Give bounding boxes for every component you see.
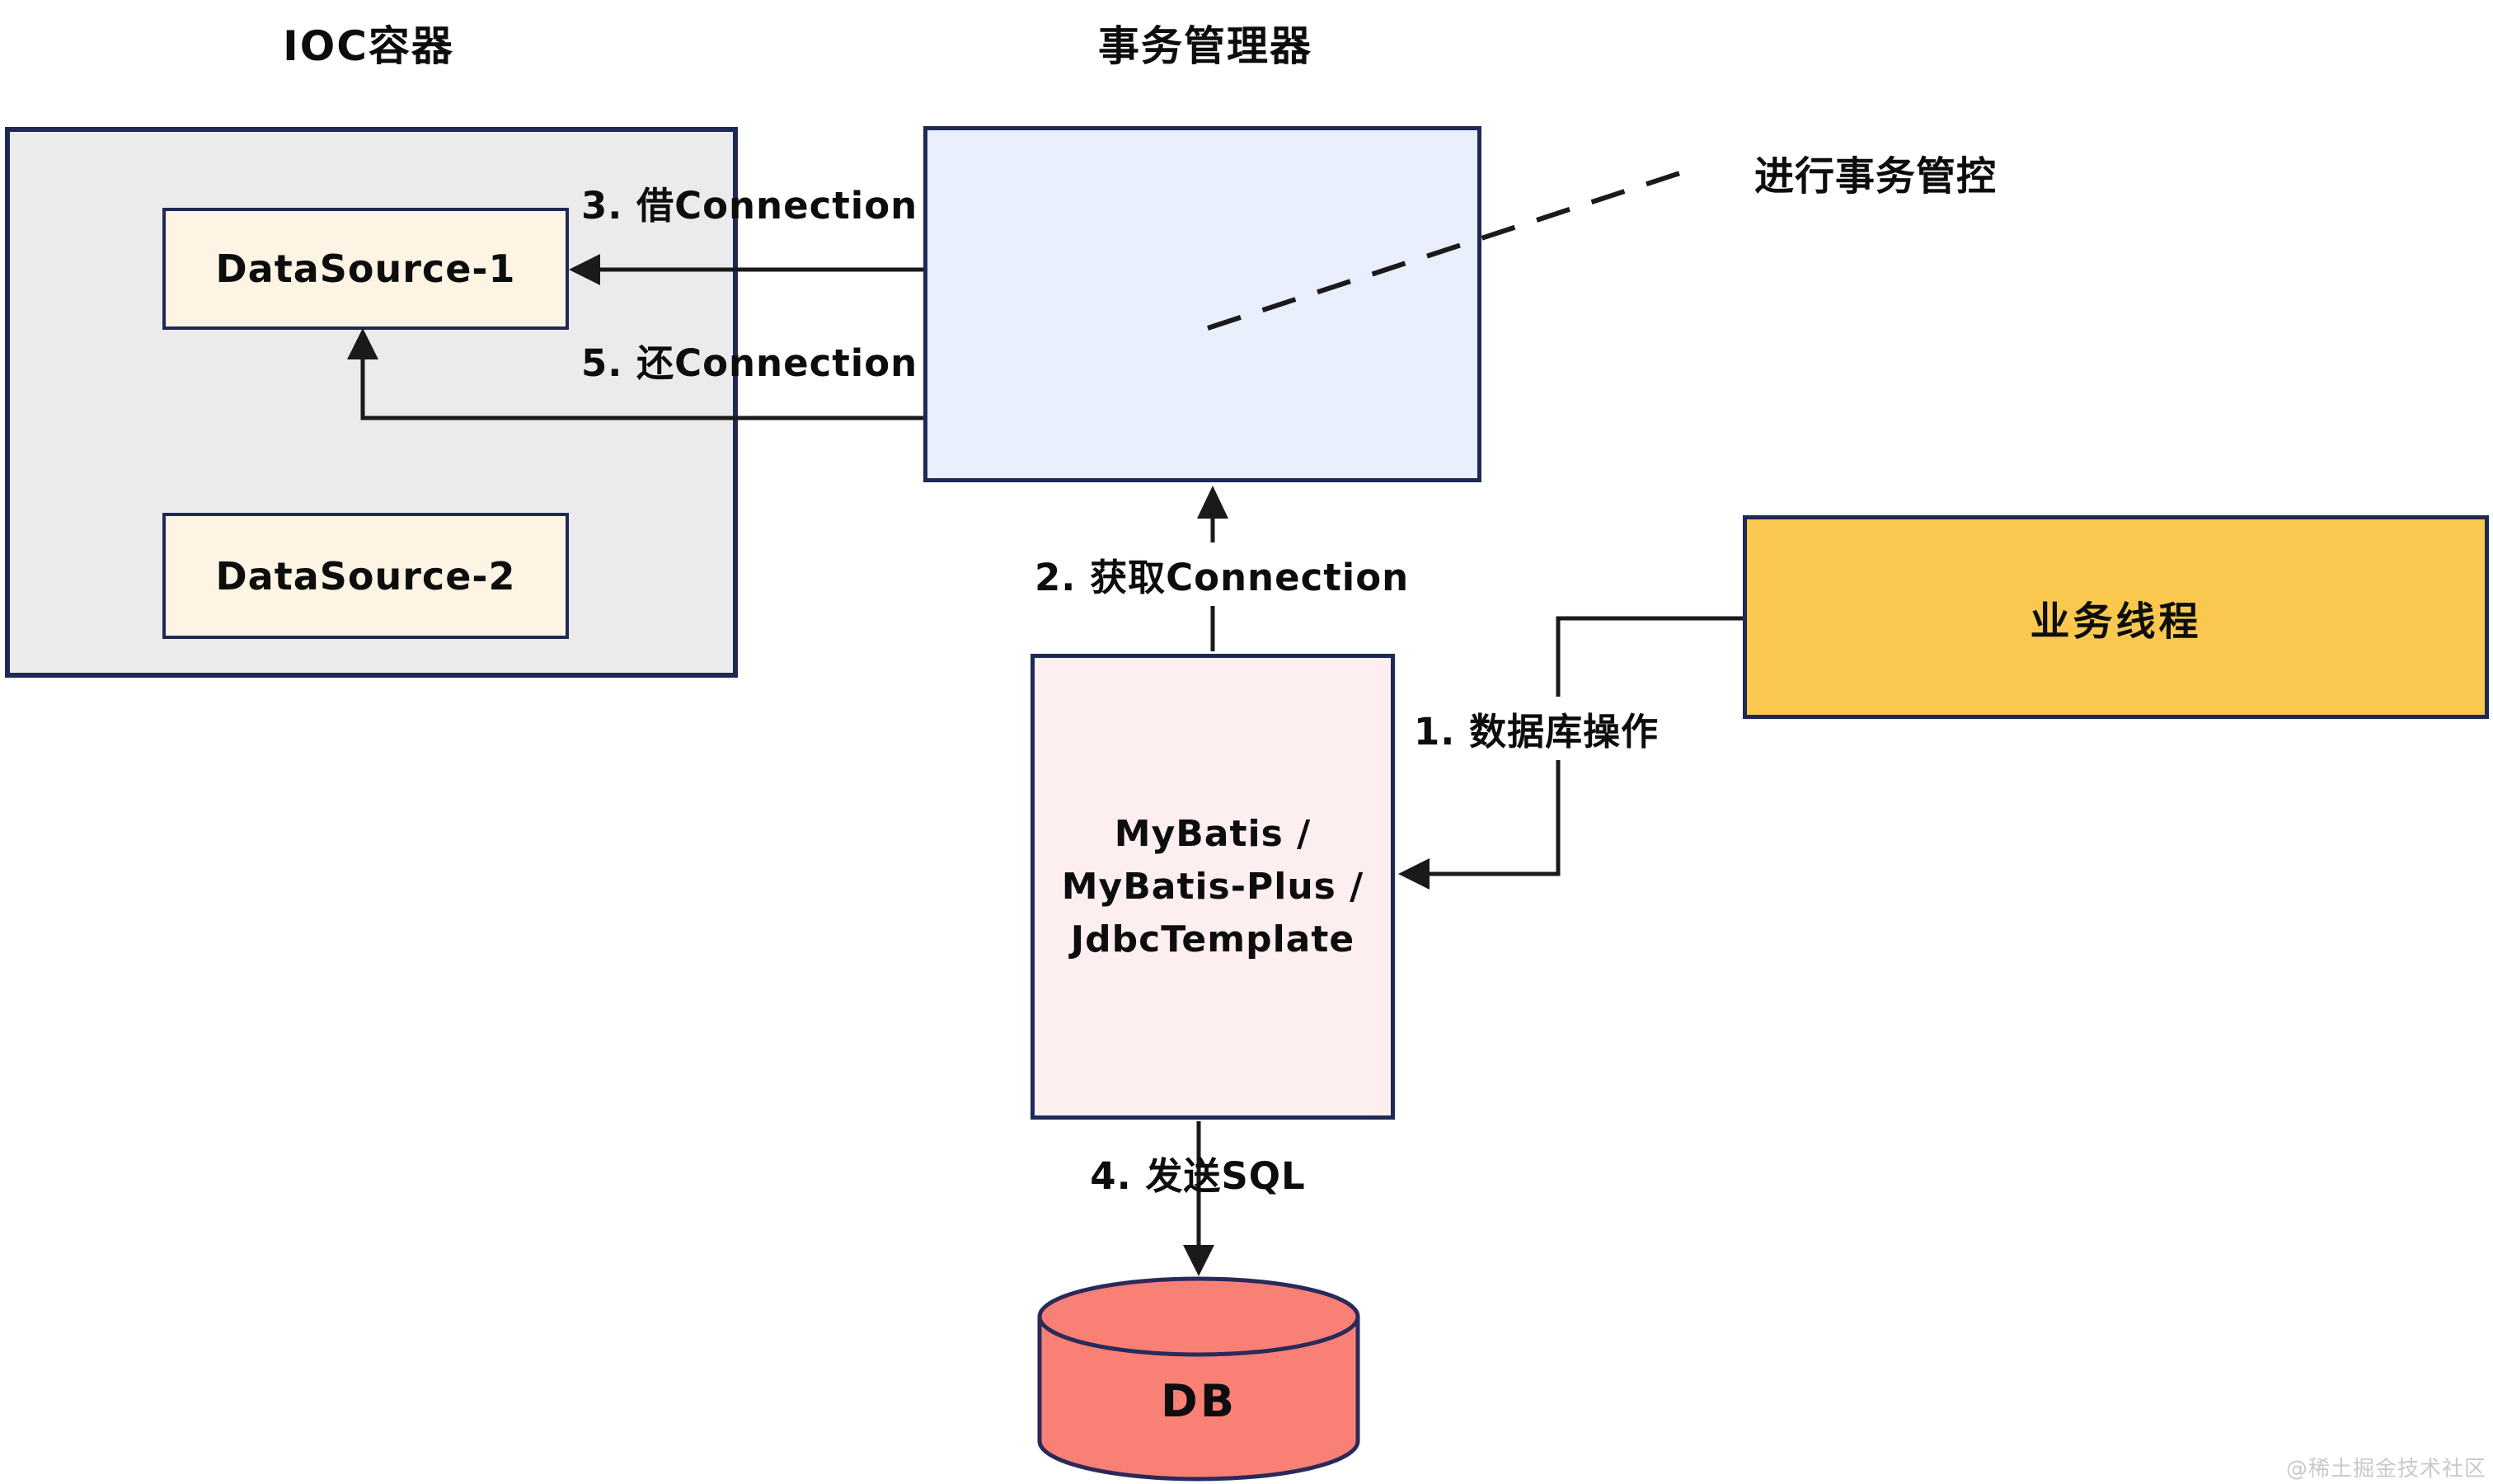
step5-label: 5. 还Connection — [581, 341, 918, 385]
transaction-manager-box — [923, 126, 1481, 482]
send-sql-arrow — [1183, 1121, 1214, 1276]
step3-label: 3. 借Connection — [581, 184, 918, 228]
watermark: @稀土掘金技术社区 — [2285, 1457, 2486, 1482]
transaction-manager-title: 事务管理器 — [1098, 22, 1312, 70]
datasource-1-box: DataSource-1 — [162, 208, 569, 330]
business-thread-box: 业务线程 — [1743, 515, 2489, 719]
annotation-dashed-line — [1207, 164, 1701, 331]
ioc-container-title: IOC容器 — [283, 22, 454, 70]
orm-label-line1: MyBatis / — [1114, 812, 1312, 855]
business-thread-label: 业务线程 — [2030, 598, 2202, 645]
db-label: DB — [1161, 1375, 1237, 1427]
orm-label-line2: MyBatis-Plus / — [1061, 865, 1364, 908]
step2-label: 2. 获取Connection — [1026, 542, 1418, 606]
datasource-2-label: DataSource-2 — [215, 553, 516, 599]
db-cylinder — [1037, 1276, 1360, 1482]
datasource-2-box: DataSource-2 — [162, 513, 569, 639]
borrow-connection-arrow — [569, 254, 923, 285]
step4-label: 4. 发送SQL — [1090, 1154, 1306, 1198]
orm-box: MyBatis / MyBatis-Plus / JdbcTemplate — [1031, 654, 1395, 1120]
step1-label: 1. 数据库操作 — [1406, 697, 1668, 760]
datasource-1-label: DataSource-1 — [215, 247, 516, 291]
orm-label-line3: JdbcTemplate — [1070, 918, 1355, 960]
return-connection-arrow — [347, 328, 923, 420]
annotation-label: 进行事务管控 — [1754, 153, 1998, 200]
